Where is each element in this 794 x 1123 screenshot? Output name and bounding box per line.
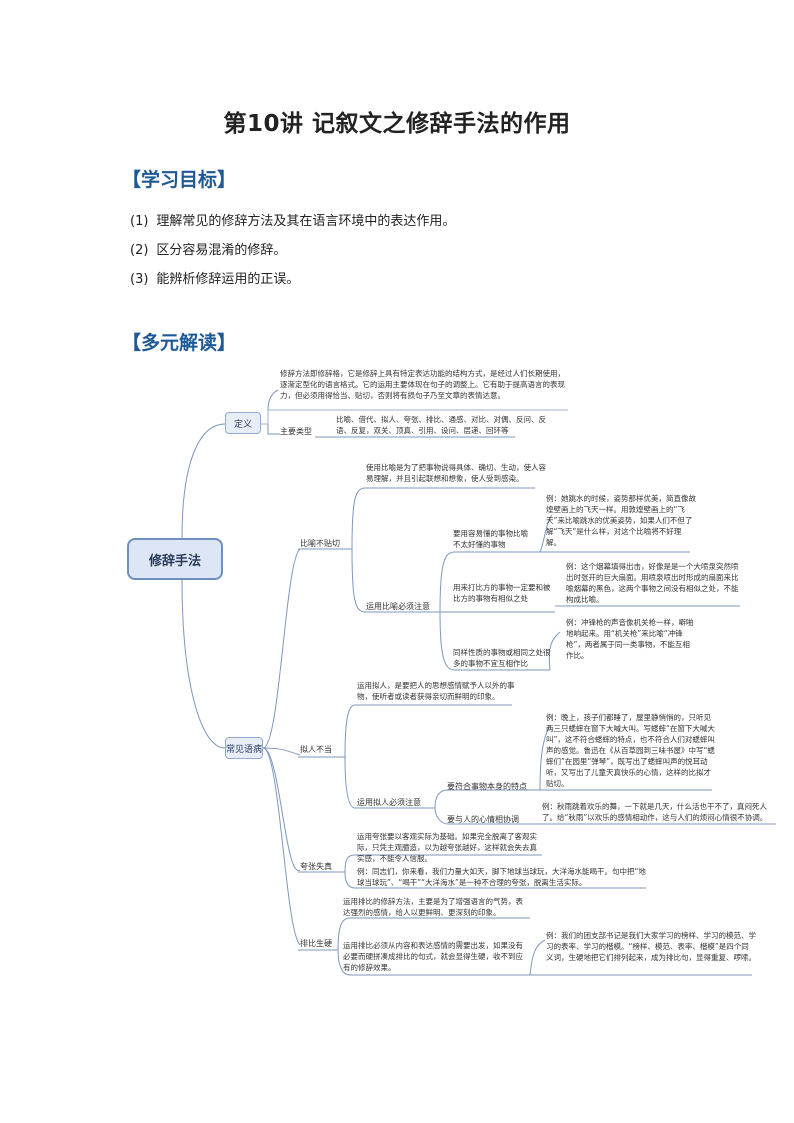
- parallelism-intro: 运用排比的修辞方法，主要是为了增强语言的气势，表达强烈的感情，给人以更鲜明、更深…: [343, 897, 523, 917]
- exaggeration-label: 夸张失真: [300, 862, 332, 871]
- analysis-heading: 【多元解读】: [122, 332, 237, 354]
- parallelism-example: 例：我们的团支部书记是我们大家学习的榜样、学习的模范、学习的表率、学习的楷模。“…: [546, 931, 756, 962]
- simile-example-2: 例：这个烟幕填得出击，好像是是一个大喷泉突然喷出时张开的巨大扇面。用喷泉喷出时形…: [566, 562, 739, 604]
- simile-note: 运用比喻必须注意: [366, 602, 430, 611]
- definition-intro: 修辞方法即修辞格，它是修辞上具有特定表达功能的结构方式，是经过人们长期使用，逐渐…: [280, 369, 565, 400]
- parallelism-label: 排比生硬: [300, 939, 332, 948]
- personification-intro: 运用拟人，是要把人的思想感情赋予人以外的事物，使听者或读者获得亲切而鲜明的印象。: [357, 681, 515, 701]
- node-common-errors: 常见语病: [225, 737, 263, 759]
- simile-intro: 使用比喻是为了把事物说得具体、确切、生动，使人容易理解，并且引起联想和想象，使人…: [366, 463, 546, 483]
- goal-item: (1)理解常见的修辞方法及其在语言环境中的表达作用。: [130, 214, 456, 229]
- personification-note: 运用拟人必须注意: [357, 798, 421, 807]
- simile-rule-1: 要用容易懂的事物比喻不太好懂的事物: [453, 529, 528, 549]
- page-title: 第10讲 记叙文之修辞手法的作用: [223, 111, 571, 137]
- personification-label: 拟人不当: [300, 745, 332, 754]
- personification-rule-1: 要符合事物本身的特点: [447, 782, 527, 791]
- simile-example-3: 例：冲锋枪的声音像机关枪一样，噼啪地响起来。用“机关枪”来比喻“冲锋枪”，两者属…: [566, 618, 694, 660]
- mindmap-root: 修辞手法: [127, 538, 223, 580]
- simile-rule-3: 同样性质的事物或相同之处很多的事物不宜互相作比: [453, 648, 551, 668]
- node-definition: 定义: [225, 412, 261, 434]
- goals-heading: 【学习目标】: [122, 169, 237, 191]
- simile-label: 比喻不贴切: [300, 539, 340, 548]
- personification-example-1: 例：晚上，孩子们都睡了，屋里静悄悄的，只听见两三只蟋蟀在窗下大喊大叫。写蟋蟀“在…: [546, 713, 715, 788]
- simile-example-1: 例：她跳水的时候，姿势那样优美，简直像故煌壁画上的飞天一样。用敦煌壁画上的“飞天…: [546, 494, 696, 547]
- types-list: 比喻、借代、拟人、夸张、排比、通感、对比、对偶、反问、反语、反复，双关、顶真、引…: [336, 415, 546, 435]
- exaggeration-example: 例：同志们，你来看，我们力量大如天，脚下地球当球玩，大洋海水能喝干。句中把“地球…: [357, 867, 646, 887]
- goal-item: (2)区分容易混淆的修辞。: [130, 243, 287, 258]
- parallelism-note: 运用排比必须从内容和表达感情的需要出发，如果没有必要而硬拼凑成排比的句式，就会显…: [343, 941, 523, 972]
- goal-item: (3)能辨析修辞运用的正误。: [130, 272, 300, 287]
- exaggeration-intro: 运用夸张要以客观实际为基础。如果完全脱离了客观实际，只凭主观臆造，以为越夸张越好…: [357, 832, 537, 863]
- personification-rule-2: 要与人的心情相协调: [447, 815, 519, 824]
- personification-example-2: 例：秋雨跳着欢乐的舞，一下就是几天，什么活也干不了，真闷死人了。给“秋雨”以欢乐…: [542, 802, 768, 822]
- simile-rule-2: 用来打比方的事物一定要和被比方的事物有相似之处: [453, 583, 551, 603]
- types-label: 主要类型: [280, 427, 312, 436]
